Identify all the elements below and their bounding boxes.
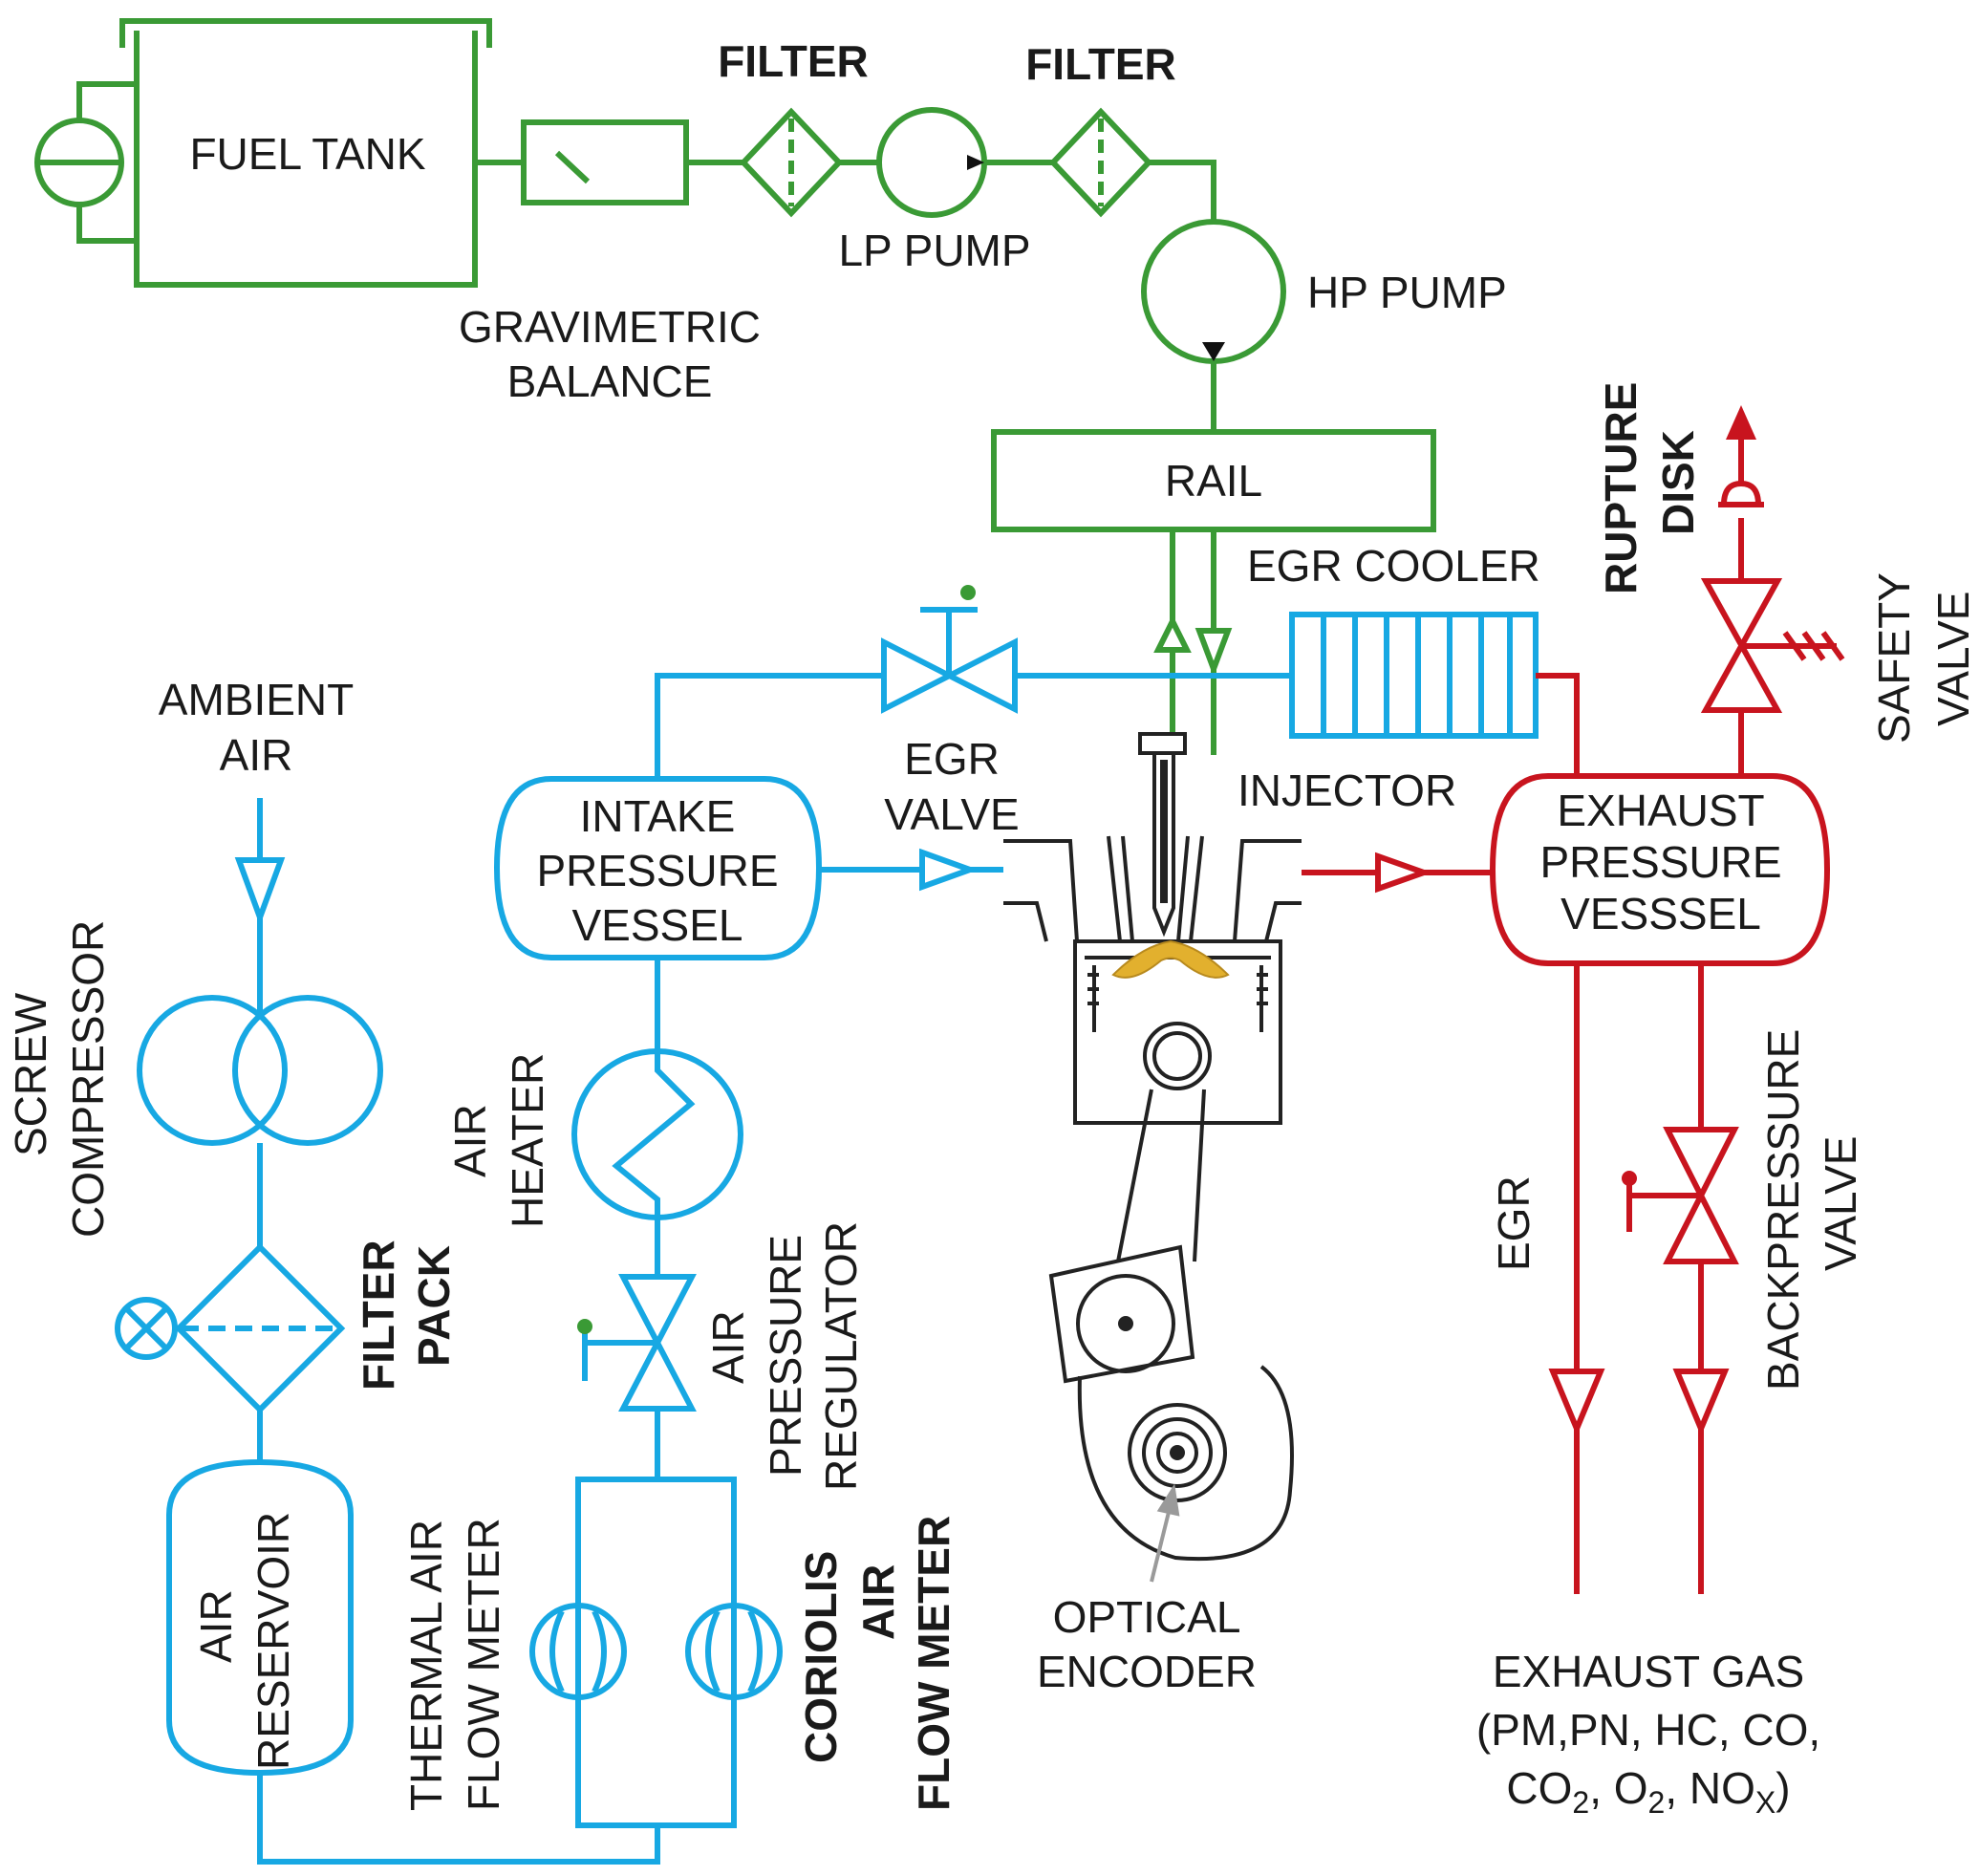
fuel-tank: [134, 31, 478, 288]
backpressure-valve-label: BACKPRESSURE: [1758, 1029, 1808, 1391]
injector-icon: [1138, 732, 1187, 755]
svg-text:VALVE: VALVE: [884, 789, 1019, 839]
svg-text:BALANCE: BALANCE: [507, 356, 713, 406]
intake-flow-arrow-icon: [919, 848, 979, 892]
svg-text:AIR: AIR: [220, 730, 293, 780]
crankshaft: [1077, 1365, 1294, 1562]
crank-pin-icon: [1076, 1274, 1175, 1373]
svg-text:HEATER: HEATER: [503, 1053, 552, 1228]
svg-text:ENCODER: ENCODER: [1037, 1647, 1257, 1696]
exhaust-port: [1233, 839, 1302, 942]
filter-1-label: FILTER: [718, 36, 869, 86]
screw-compressor-rotor-left-icon: [137, 995, 288, 1146]
rupture-disk-label: RUPTURE: [1596, 382, 1646, 594]
coriolis-air-flow-meter-icon: [685, 1603, 783, 1700]
coriolis-air-flow-meter-label: CORIOLIS: [796, 1551, 846, 1763]
safety-valve-label: SAFETY: [1869, 572, 1919, 744]
injector-label: INJECTOR: [1238, 765, 1456, 815]
thermal-air-flow-meter-icon: [529, 1603, 627, 1700]
svg-text:VESSSEL: VESSSEL: [1560, 889, 1761, 938]
svg-text:DISK: DISK: [1653, 430, 1703, 535]
egr-outflow-arrow-icon: [1548, 1369, 1605, 1436]
fuel-flow-up-arrow-icon: [1153, 615, 1192, 653]
svg-text:PRESSURE: PRESSURE: [761, 1235, 810, 1477]
backpressure-valve-icon: [1663, 1127, 1739, 1264]
intake-pressure-vessel: [493, 776, 823, 960]
intake-port: [1003, 839, 1079, 942]
egr-valve-label: EGR: [904, 734, 1000, 784]
fuel-tank-label: FUEL TANK: [189, 129, 425, 179]
safety-valve-icon: [1700, 578, 1783, 713]
piston-pin-icon: [1143, 1022, 1212, 1090]
drain-icon: [115, 1297, 178, 1360]
thermal-air-flow-meter-label: THERMAL AIR: [401, 1520, 451, 1811]
ambient-inflow-arrow-icon: [234, 857, 286, 926]
svg-text:(PM,PN, HC, CO,: (PM,PN, HC, CO,: [1476, 1705, 1820, 1755]
backpressure-outflow-arrow-icon: [1672, 1369, 1730, 1436]
gravimetric-balance: [521, 119, 689, 205]
engine: [1003, 732, 1302, 1562]
egr-cooler: [1289, 612, 1539, 739]
connecting-rod: [1116, 1089, 1206, 1262]
air-reservoir-label: AIR: [191, 1589, 241, 1663]
exhaust-flow-arrow-icon: [1375, 852, 1432, 894]
filter-pack-label: FILTER: [354, 1240, 403, 1391]
air-pressure-regulator-icon: [618, 1274, 697, 1412]
air-heater-label: AIR: [445, 1104, 495, 1177]
svg-text:VESSEL: VESSEL: [572, 900, 743, 950]
screw-compressor-rotor-right-icon: [232, 995, 383, 1146]
svg-text:FLOW METER: FLOW METER: [909, 1516, 958, 1811]
exhaust-pressure-vessel-label: EXHAUST: [1557, 786, 1764, 835]
filter-2-label: FILTER: [1025, 39, 1176, 89]
egr-cooler-label: EGR COOLER: [1247, 541, 1540, 591]
exhaust-system: [1302, 435, 1845, 1594]
egr-valve-icon: [881, 637, 1018, 714]
injection-spray-icon: [1111, 939, 1230, 979]
lp-pump-label: LP PUMP: [838, 226, 1030, 275]
hp-pump-label: HP PUMP: [1307, 268, 1507, 317]
exhaust-gas-label: EXHAUST GAS: [1493, 1647, 1804, 1696]
ambient-air-label: AMBIENT: [159, 675, 354, 724]
air-system: [115, 607, 1539, 1865]
labels: FUEL TANK GRAVIMETRIC BALANCE FILTER FIL…: [6, 36, 1978, 1820]
piston: [1073, 939, 1282, 1125]
crankshaft-journal-icon: [1128, 1403, 1227, 1502]
fuel-flow-down-arrow-icon: [1194, 628, 1233, 678]
svg-text:PRESSURE: PRESSURE: [1539, 837, 1781, 887]
svg-text:FLOW METER: FLOW METER: [459, 1518, 508, 1811]
rupture-disk-icon: [1721, 480, 1761, 506]
egr-label: EGR: [1489, 1175, 1539, 1271]
gravimetric-balance-label: GRAVIMETRIC: [459, 302, 761, 352]
svg-text:PACK: PACK: [409, 1245, 459, 1367]
svg-text:COMPRESSOR: COMPRESSOR: [63, 920, 113, 1238]
svg-text:PRESSURE: PRESSURE: [536, 846, 778, 895]
fuel-tank-lid: [119, 18, 492, 48]
screw-compressor-label: SCREW: [6, 992, 55, 1156]
svg-text:VALVE: VALVE: [1928, 592, 1978, 726]
svg-text:VALVE: VALVE: [1816, 1136, 1865, 1271]
svg-text:REGULATOR: REGULATOR: [816, 1221, 866, 1491]
air-pressure-regulator-label: AIR: [703, 1310, 753, 1384]
svg-text:RESERVOIR: RESERVOIR: [248, 1512, 298, 1770]
optical-encoder-label: OPTICAL: [1053, 1592, 1241, 1642]
vent-arrow-icon: [1726, 405, 1756, 440]
air-reservoir: [166, 1458, 354, 1777]
exhaust-pressure-vessel: [1489, 773, 1831, 966]
intake-pressure-vessel-label: INTAKE: [580, 791, 736, 841]
svg-text:AIR: AIR: [853, 1564, 903, 1640]
svg-text:CO2, O2, NOX): CO2, O2, NOX): [1506, 1763, 1790, 1820]
rail-label: RAIL: [1165, 456, 1262, 506]
hp-pump-icon: [1141, 219, 1286, 364]
